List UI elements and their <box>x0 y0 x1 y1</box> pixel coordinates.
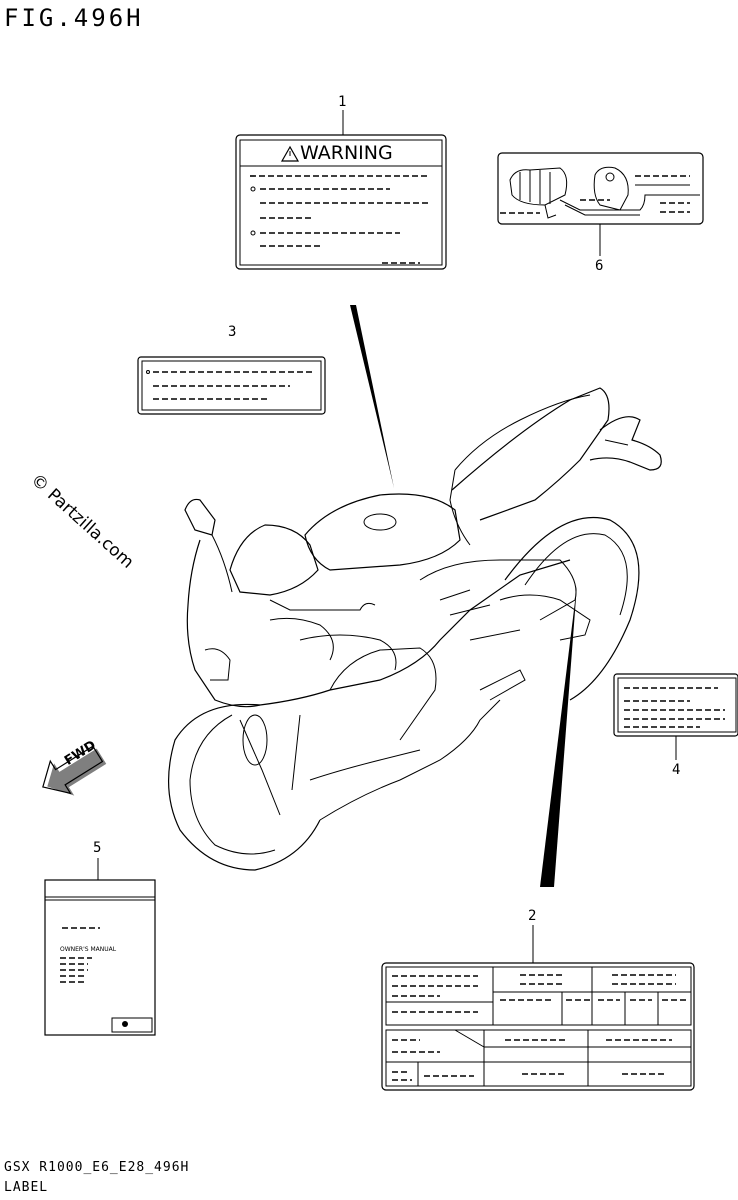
label-5-manual <box>44 858 156 1036</box>
leader-wedge-1 <box>350 305 394 488</box>
footer-label: LABEL <box>4 1180 49 1195</box>
label-1-warning <box>235 110 447 270</box>
label-6-schematic <box>497 152 704 256</box>
figure-title: FIG.496H <box>4 4 144 32</box>
motorcycle-drawing <box>168 387 662 871</box>
label-3 <box>137 356 326 415</box>
manual-heading: OWNER'S MANUAL <box>60 946 117 953</box>
label-4 <box>613 673 738 760</box>
fwd-arrow-icon <box>42 745 107 796</box>
warning-triangle-icon <box>280 145 300 162</box>
label-2-table <box>381 925 695 1091</box>
leader-wedge-2 <box>540 585 577 887</box>
callout-2: 2 <box>528 908 537 924</box>
callout-4: 4 <box>672 762 681 778</box>
callout-6: 6 <box>595 258 604 274</box>
callout-3: 3 <box>228 324 237 340</box>
warning-heading: WARNING <box>300 142 393 164</box>
callout-1: 1 <box>338 94 347 110</box>
footer-code: GSX R1000_E6_E28_496H <box>4 1160 190 1175</box>
callout-5: 5 <box>93 840 102 856</box>
